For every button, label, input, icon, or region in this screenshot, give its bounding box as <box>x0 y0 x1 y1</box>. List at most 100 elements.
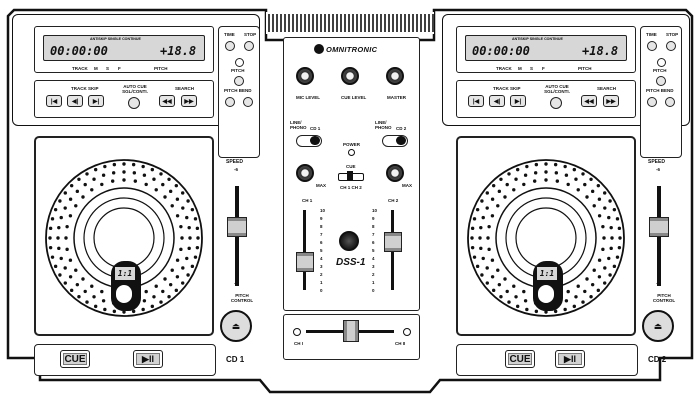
deck2-jog-touch <box>538 285 554 303</box>
deck1-stop-button[interactable] <box>244 41 254 51</box>
scale-4: 4 <box>372 256 375 261</box>
deck1-eject-button[interactable]: ⏏ <box>220 310 252 342</box>
ch2-source-toggle[interactable] <box>382 135 408 147</box>
deck1-auto-cue-label: AUTO CUE SGL/CONTI. <box>122 84 148 94</box>
scale-5: 5 <box>320 248 323 253</box>
indicator-track: TRACK <box>496 66 512 71</box>
master-label: MASTER <box>387 95 406 100</box>
indicator-track: TRACK <box>72 66 88 71</box>
deck1-lcd-frame: ANTISKIP SINGLE CONTINUE 00:00:00 +18.8 <box>34 26 214 73</box>
deck1-speed-slider[interactable] <box>227 217 247 237</box>
mic-input-jack[interactable] <box>339 231 359 251</box>
scale-5: 5 <box>372 248 375 253</box>
deck2-rev-button[interactable]: ◀| <box>489 95 505 107</box>
indicator-m: M <box>94 66 98 71</box>
cue-ch-labels: CH 1 CH 2 <box>340 185 362 190</box>
deck2-bend-plus-button[interactable] <box>665 97 675 107</box>
brand-logo-icon <box>314 44 324 54</box>
deck1-lcd-time: 00:00:00 <box>50 44 108 58</box>
cue-level-knob[interactable] <box>341 67 359 85</box>
deck1-auto-cue-button[interactable] <box>128 97 140 109</box>
deck1-time-label: TIME <box>224 32 235 37</box>
deck2-stop-button[interactable] <box>666 41 676 51</box>
deck2-auto-cue-button[interactable] <box>550 97 562 109</box>
scale-1: 1 <box>372 280 375 285</box>
deck1-search-back-button[interactable]: ◀◀ <box>159 95 175 107</box>
scale-6: 6 <box>320 240 323 245</box>
deck2-skip-back-button[interactable]: |◀ <box>468 95 484 107</box>
scale-3: 3 <box>372 264 375 269</box>
deck2-stop-label: STOP <box>666 32 679 37</box>
deck2-jog-wheel[interactable] <box>456 136 636 336</box>
mic-level-knob[interactable] <box>296 67 314 85</box>
deck1-speed-label: SPEED <box>226 159 243 165</box>
deck2-jog-display: 1:1 <box>536 266 558 281</box>
master-knob[interactable] <box>386 67 404 85</box>
deck2-play-pause-button[interactable]: ▶II <box>555 350 585 368</box>
deck2-skip-fwd-button[interactable]: ▶| <box>510 95 526 107</box>
deck1-cue-button[interactable]: CUE <box>60 350 90 368</box>
deck2-search-back-button[interactable]: ◀◀ <box>581 95 597 107</box>
deck1-pitch-button[interactable] <box>234 76 244 86</box>
ch1-fader-track <box>303 210 306 290</box>
cue-level-label: CUE LEVEL <box>341 95 367 100</box>
crossfader[interactable] <box>343 320 359 342</box>
deck2-lcd-time: 00:00:00 <box>472 44 530 58</box>
deck1-search-fwd-button[interactable]: ▶▶ <box>181 95 197 107</box>
scale-6: 6 <box>372 240 375 245</box>
deck2-pitch-led <box>657 58 666 67</box>
deck1-time-button[interactable] <box>225 41 235 51</box>
deck2-search-label: SEARCH <box>597 86 617 91</box>
deck1-pitch-bend-label: PITCH BEND <box>224 88 252 93</box>
deck2-jog-display-frame: 1:1 <box>533 261 563 311</box>
deck2-speed-slider[interactable] <box>649 217 669 237</box>
deck1-bend-plus-button[interactable] <box>243 97 253 107</box>
deck2-cue-button[interactable]: CUE <box>505 350 535 368</box>
ch1-fader-label: CH 1 <box>302 198 313 203</box>
model-name: DSS-1 <box>336 257 366 268</box>
scale-2: 2 <box>372 272 375 277</box>
cue-select-switch[interactable] <box>338 171 364 181</box>
deck2-bend-minus-button[interactable] <box>647 97 657 107</box>
scale-3: 3 <box>320 264 323 269</box>
deck1-skip-back-button[interactable]: |◀ <box>46 95 62 107</box>
ch2-fader-label: CH 2 <box>388 198 399 203</box>
vent-grille-lines <box>268 14 434 32</box>
deck1-rev-button[interactable]: ◀| <box>67 95 83 107</box>
deck1-pitch-label: PITCH <box>231 68 245 73</box>
deck1-bend-minus-button[interactable] <box>225 97 235 107</box>
ch1-source-toggle[interactable] <box>296 135 322 147</box>
deck1-play-pause-button[interactable]: ▶II <box>133 350 163 368</box>
deck1-track-skip-label: TRACK SKIP <box>71 86 99 91</box>
deck2-speed-plus: +6 <box>656 281 662 286</box>
deck2-transport-panel: TRACK SKIP |◀ ◀| ▶| AUTO CUE SGL/CONTI. … <box>456 80 636 118</box>
scale-7: 7 <box>320 232 323 237</box>
deck1-skip-fwd-button[interactable]: ▶| <box>88 95 104 107</box>
ch2-fader[interactable] <box>384 232 402 252</box>
deck1-jog-display-frame: 1:1 <box>111 261 141 311</box>
ch1-gain-knob[interactable] <box>296 164 314 182</box>
scale-8: 8 <box>320 224 323 229</box>
indicator-s: S <box>530 66 534 71</box>
ch1-fader[interactable] <box>296 252 314 272</box>
scale-10: 10 <box>372 208 378 213</box>
ch2-gain-knob[interactable] <box>386 164 404 182</box>
mic-level-label: MIC LEVEL <box>296 95 321 100</box>
deck1-lcd: ANTISKIP SINGLE CONTINUE 00:00:00 +18.8 <box>43 35 205 61</box>
deck1-jog-wheel[interactable] <box>34 136 214 336</box>
deck1-speed-minus: -6 <box>234 167 239 172</box>
deck2-eject-button[interactable]: ⏏ <box>642 310 674 342</box>
deck2-pitch-bend-label: PITCH BEND <box>646 88 674 93</box>
deck2-pitch-button[interactable] <box>656 76 666 86</box>
indicator-f: F <box>118 66 121 71</box>
indicator-m: M <box>518 66 522 71</box>
deck2-time-button[interactable] <box>647 41 657 51</box>
deck2-bottom-panel <box>456 344 638 376</box>
crossfader-screw-left <box>293 328 301 336</box>
deck1-indicators: TRACK M S F PITCH <box>72 66 212 73</box>
deck1-jog-touch <box>116 285 132 303</box>
deck1-speed-plus: +6 <box>234 281 240 286</box>
scale-10: 10 <box>320 208 326 213</box>
cd1-select-label: CD 1 <box>310 126 321 131</box>
deck2-search-fwd-button[interactable]: ▶▶ <box>603 95 619 107</box>
